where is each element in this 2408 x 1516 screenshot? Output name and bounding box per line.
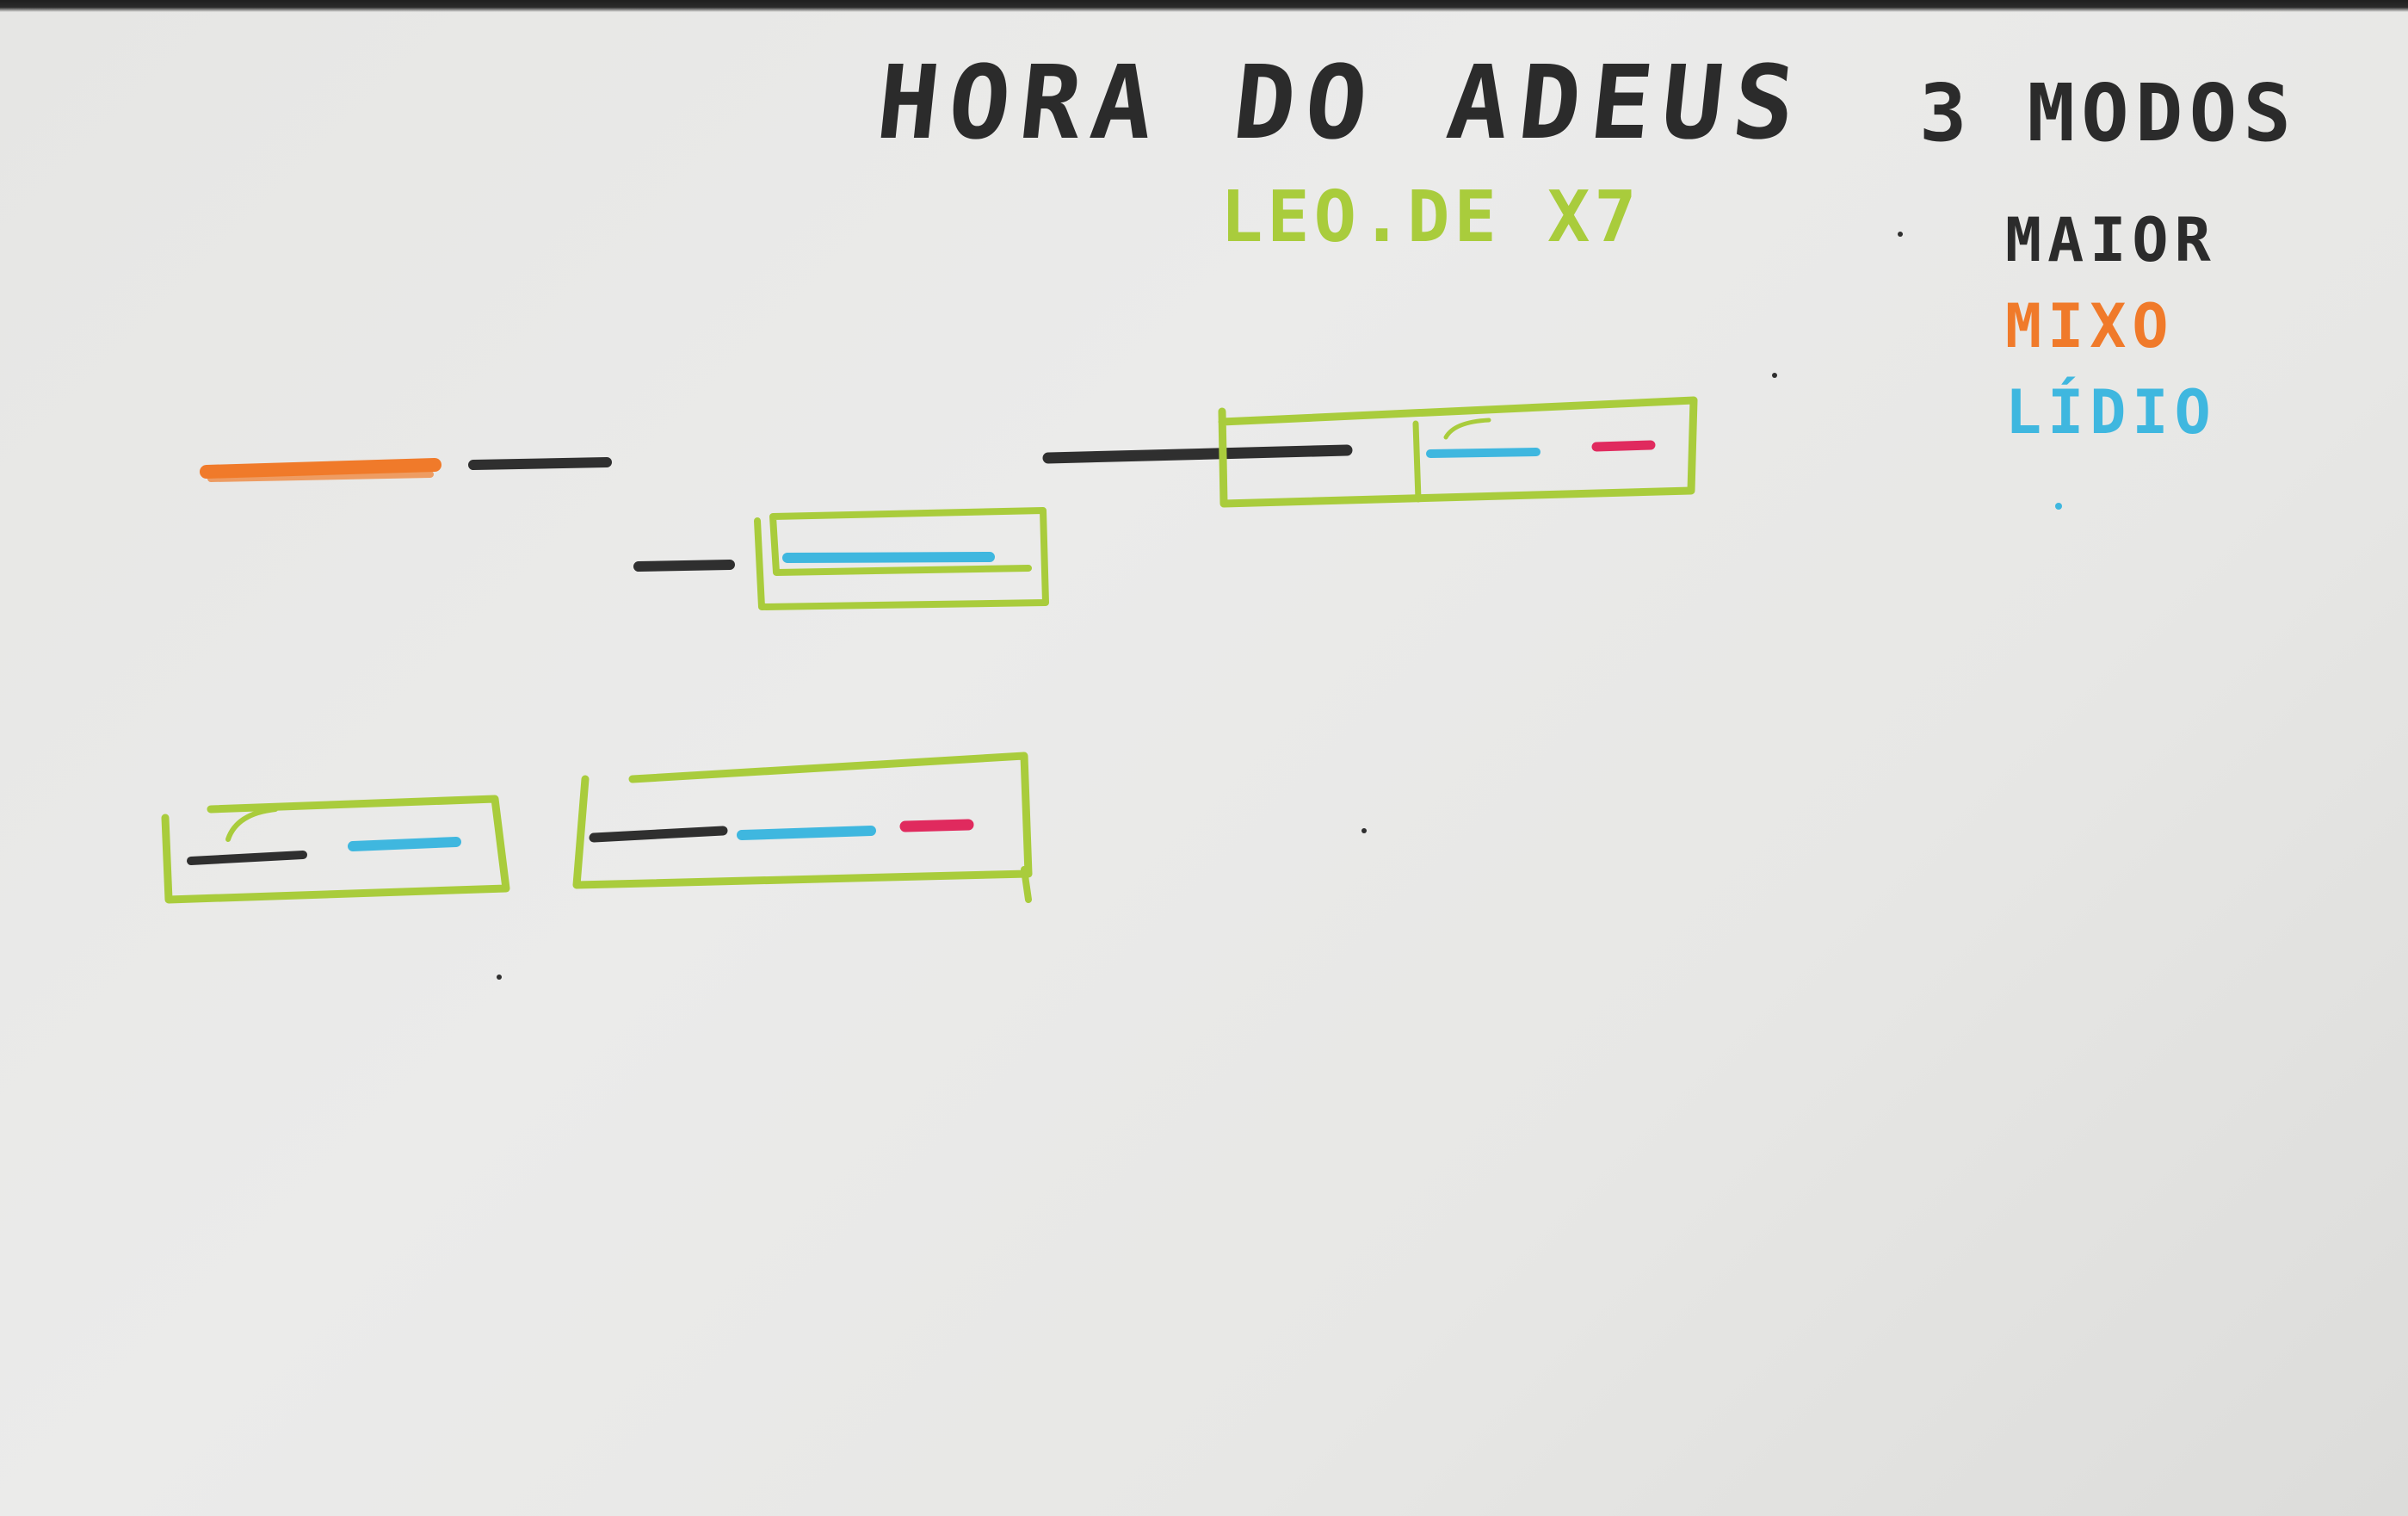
mode-label-lidio: LÍDIO xyxy=(2005,377,2217,448)
black-stroke-row1-b xyxy=(1042,444,1353,464)
speck xyxy=(1898,232,1903,237)
green-box-bottom-middle-outline xyxy=(572,752,1033,889)
blue-stroke-bottom-middle xyxy=(737,826,876,840)
black-stroke-middle xyxy=(633,560,735,572)
blue-stroke-bottom-left xyxy=(348,837,461,851)
speck xyxy=(1772,373,1777,378)
mode-label-maior: MAIOR xyxy=(2005,205,2217,275)
speck xyxy=(1361,828,1367,833)
orange-stroke-row1 xyxy=(200,458,441,479)
blue-stroke-right-box xyxy=(1426,448,1541,458)
modes-heading: 3 MODOS xyxy=(1919,67,2298,159)
black-stroke-bottom-left xyxy=(187,851,307,865)
table-edge-shadow xyxy=(0,0,2408,12)
green-box-bottom-middle-tick xyxy=(1021,866,1032,903)
pink-stroke-right-box xyxy=(1591,440,1656,452)
mode-label-mixo: MIXO xyxy=(2005,291,2175,362)
orange-stroke-row1-b xyxy=(207,471,434,482)
green-box-right-arc xyxy=(1443,418,1491,440)
sketch-subtitle: LEO.DE X7 xyxy=(1220,176,1641,258)
green-box-right-divider xyxy=(1412,420,1422,503)
pink-stroke-bottom-middle xyxy=(899,819,974,832)
green-box-bottom-left-outline xyxy=(161,795,510,904)
black-stroke-bottom-middle xyxy=(589,826,728,843)
speck-blue xyxy=(2055,503,2062,510)
speck xyxy=(497,975,502,980)
green-box-middle-outline xyxy=(754,507,1049,610)
green-box-bottom-left-arc xyxy=(225,807,278,842)
green-box-right-outline xyxy=(1218,396,1698,508)
blue-stroke-middle-box xyxy=(782,552,995,563)
black-stroke-row1-a xyxy=(468,457,612,470)
